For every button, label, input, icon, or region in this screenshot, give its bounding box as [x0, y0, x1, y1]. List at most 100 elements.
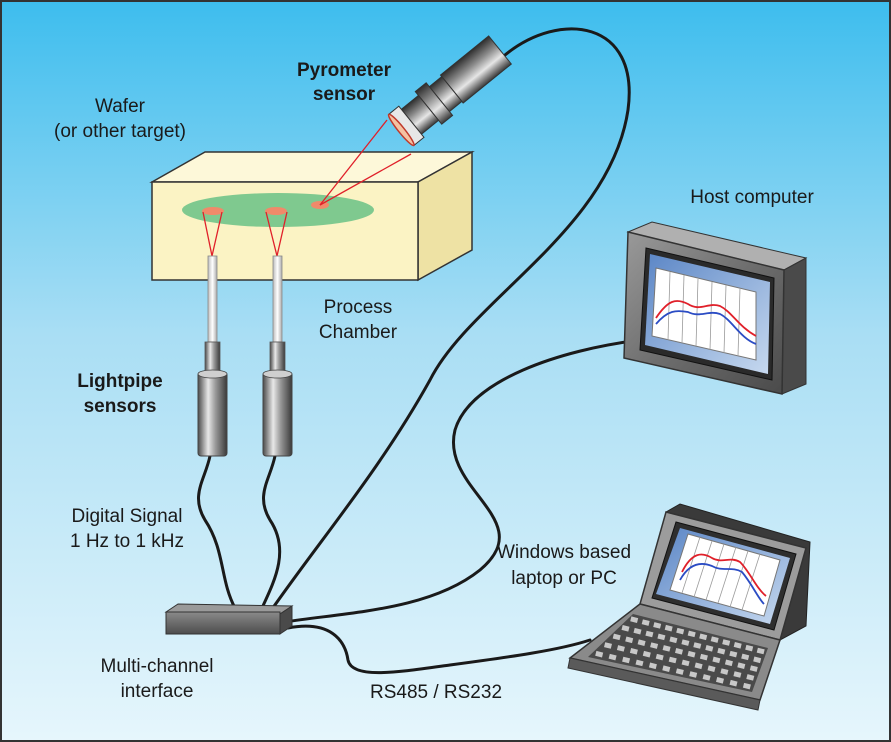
laptop-key — [729, 679, 738, 687]
laptop-key — [676, 627, 685, 635]
laptop-key — [756, 647, 765, 655]
laptop-key — [642, 650, 651, 658]
laptop-key — [699, 653, 708, 661]
laptop-key — [641, 619, 650, 626]
laptop-key — [662, 665, 671, 672]
laptop-key — [705, 645, 714, 652]
multi-channel-interface — [164, 603, 294, 635]
host-computer-label: Host computer — [690, 187, 814, 208]
laptop-key — [653, 622, 662, 629]
lightpipe-sensor-2 — [262, 255, 293, 457]
pyrometer-beams — [319, 119, 412, 206]
lightpipe-1-cable — [197, 454, 237, 610]
host-chart-grid — [667, 271, 741, 357]
laptop-key — [715, 677, 725, 684]
pyrometer-lens — [387, 113, 415, 147]
laptop-key — [693, 642, 702, 649]
laptop-key — [687, 630, 696, 638]
laptop-key — [745, 644, 754, 652]
laptop-key — [729, 650, 738, 658]
laptop-chart-red-line — [681, 553, 767, 597]
laptop-key — [753, 656, 762, 664]
laptop-key — [733, 671, 742, 678]
laptop-key — [616, 645, 625, 652]
laptop-key — [650, 642, 659, 649]
host-chart-blue-line — [655, 310, 757, 345]
laptop-key — [702, 674, 711, 681]
laptop-label-line2: laptop or PC — [511, 568, 617, 589]
laptop-key — [689, 671, 698, 678]
laptop-key — [741, 653, 750, 661]
cables — [197, 27, 642, 675]
laptop — [567, 503, 811, 711]
laptop-key — [699, 633, 708, 641]
laptop-key — [674, 648, 684, 655]
laptop-key — [733, 642, 742, 649]
laptop-key — [710, 636, 719, 643]
laptop-key — [655, 653, 664, 661]
process-label-line1: Process — [324, 297, 393, 318]
laptop-chart-grid — [681, 536, 761, 611]
lightpipe-2-cable — [260, 454, 282, 610]
process-chamber — [149, 150, 475, 282]
laptop-key — [657, 633, 666, 641]
spot-1 — [202, 207, 224, 215]
host-computer-cable — [283, 338, 642, 624]
laptop-chart-blue-line — [679, 563, 765, 605]
digital-signal-label-line2: 1 Hz to 1 kHz — [70, 531, 184, 552]
laptop-keys — [595, 616, 765, 690]
laptop-key — [630, 616, 639, 623]
laptop-key — [608, 653, 617, 661]
laptop-key — [603, 642, 613, 649]
rs-protocol-label: RS485 / RS232 — [370, 682, 502, 703]
interface-label-line1: Multi-channel — [101, 656, 214, 677]
laptop-key — [737, 662, 746, 669]
laptop-key — [635, 659, 644, 667]
laptop-key — [664, 624, 673, 632]
laptop-key — [645, 630, 654, 638]
lightpipe-sensor-1 — [197, 255, 228, 457]
laptop-key — [717, 647, 726, 655]
pyrometer-sensor — [387, 35, 513, 147]
wafer-label-line2: (or other target) — [54, 121, 186, 142]
lightpipe-label-line1: Lightpipe — [77, 371, 162, 392]
spot-2 — [265, 207, 287, 215]
laptop-key — [720, 668, 729, 675]
laptop-key — [629, 648, 638, 655]
wafer-label-line1: Wafer — [95, 96, 146, 117]
laptop-key — [749, 665, 758, 672]
pyrometer-label-line1: Pyrometer — [297, 60, 392, 81]
laptop-key — [622, 656, 631, 664]
laptop-label-line1: Windows based — [497, 542, 631, 563]
laptop-key — [722, 639, 731, 646]
laptop-key — [625, 636, 634, 644]
laptop-cable — [286, 624, 592, 675]
pyrometer-cable — [268, 27, 631, 614]
host-chart-red-line — [655, 300, 757, 337]
pyrometer-label-line2: sensor — [313, 84, 376, 105]
laptop-key — [637, 639, 646, 646]
laptop-key — [707, 665, 716, 672]
laptop-key — [712, 656, 721, 664]
laptop-key — [742, 682, 751, 690]
laptop-key — [668, 656, 677, 664]
laptop-key — [724, 659, 733, 667]
lightpipe-label-line2: sensors — [84, 396, 157, 417]
laptop-key — [669, 636, 678, 644]
laptop-key — [675, 668, 684, 675]
laptop-key — [687, 650, 696, 658]
laptop-key — [612, 633, 621, 641]
labels: Pyrometer sensor Wafer (or other target)… — [54, 60, 814, 703]
laptop-key — [662, 645, 671, 652]
interface-label-line2: interface — [121, 681, 194, 702]
laptop-key — [681, 639, 690, 646]
process-label-line2: Chamber — [319, 322, 398, 343]
digital-signal-label-line1: Digital Signal — [72, 506, 183, 527]
laptop-key — [595, 650, 604, 658]
laptop-key — [648, 662, 657, 670]
host-computer-monitor — [623, 221, 808, 395]
laptop-key — [746, 674, 755, 681]
